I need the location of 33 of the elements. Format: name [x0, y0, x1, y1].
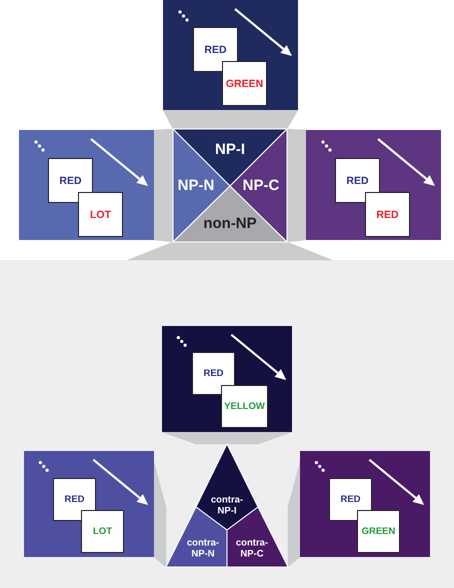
zoom-wedge — [162, 432, 292, 444]
segment-label: NP-N — [176, 177, 216, 195]
word-card: GREEN — [222, 61, 267, 106]
stimulus-panel — [24, 451, 154, 557]
segment-label: NP-I — [214, 141, 246, 159]
zoom-wedge — [162, 110, 298, 130]
segment-label: NP-C — [242, 177, 280, 195]
word-card: RED — [365, 192, 410, 237]
zoom-wedge — [288, 462, 300, 568]
word-card: GREEN — [357, 510, 400, 553]
background-band — [0, 260, 454, 588]
stimulus-panel — [162, 326, 292, 432]
zoom-wedge — [128, 242, 332, 260]
segment-label: contra-NP-C — [234, 538, 270, 560]
word-card: RED — [193, 27, 238, 72]
stimulus-panel — [163, 0, 298, 110]
word-card: LOT — [81, 510, 124, 553]
stimulus-panel — [306, 130, 441, 240]
stimulus-panel — [300, 451, 430, 557]
segment-label: contra-NP-I — [210, 494, 244, 518]
word-card: RED — [335, 158, 380, 203]
word-card: RED — [53, 478, 96, 521]
zoom-wedge — [154, 462, 166, 568]
segment-label: contra-NP-N — [186, 538, 220, 560]
segment-label: non-NP — [202, 215, 258, 233]
zoom-wedge — [154, 128, 174, 242]
zoom-wedge — [286, 128, 306, 242]
word-card: YELLOW — [221, 385, 268, 428]
word-card: RED — [329, 478, 372, 521]
stimulus-panel — [19, 130, 154, 240]
word-card: LOT — [78, 192, 123, 237]
word-card: RED — [48, 158, 93, 203]
word-card: RED — [192, 352, 235, 395]
